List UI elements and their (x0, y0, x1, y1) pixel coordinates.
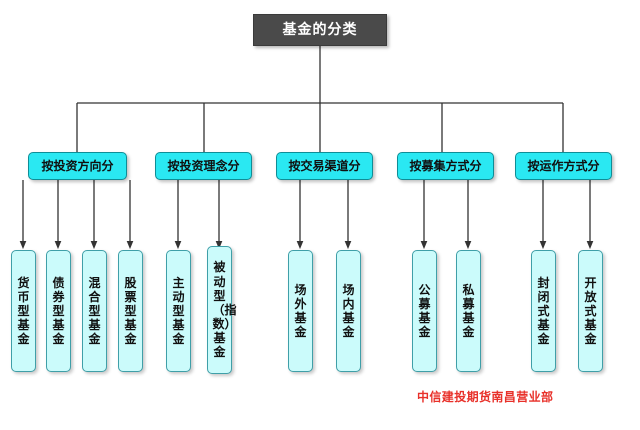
leaf-label: 货币型基金 (17, 275, 30, 347)
leaf-node-bond-fund[interactable]: 债券型基金 (46, 250, 71, 372)
category-label: 按运作方式分 (527, 159, 600, 173)
leaf-label: 主动型基金 (172, 275, 185, 347)
leaf-node-open-end-fund[interactable]: 开放式基金 (578, 250, 603, 372)
root-node-label: 基金的分类 (282, 22, 358, 38)
leaf-label: 被动型（指数）基金 (212, 260, 237, 360)
leaf-node-hybrid-fund[interactable]: 混合型基金 (82, 250, 107, 372)
leaf-label: 场内基金 (342, 282, 355, 340)
category-label: 按交易渠道分 (288, 159, 361, 173)
leaf-node-public-offering-fund[interactable]: 公募基金 (412, 250, 437, 372)
leaf-label: 场外基金 (294, 282, 307, 340)
leaf-node-otc-fund[interactable]: 场外基金 (288, 250, 313, 372)
leaf-node-passive-index-fund[interactable]: 被动型（指数）基金 (207, 246, 237, 374)
leaf-node-exchange-traded-fund[interactable]: 场内基金 (336, 250, 361, 372)
leaf-node-private-offering-fund[interactable]: 私募基金 (456, 250, 481, 372)
footer-signature: 中信建投期货南昌营业部 (417, 390, 554, 404)
category-node-investment-philosophy[interactable]: 按投资理念分 (155, 152, 252, 180)
leaf-label: 混合型基金 (88, 275, 101, 347)
category-label: 按投资方向分 (41, 159, 114, 173)
leaf-label: 股票型基金 (124, 275, 137, 347)
category-node-investment-direction[interactable]: 按投资方向分 (28, 152, 127, 180)
category-label: 按募集方式分 (409, 159, 482, 173)
leaf-label: 开放式基金 (584, 275, 597, 347)
leaf-label: 封闭式基金 (537, 275, 550, 347)
leaf-label: 私募基金 (462, 282, 475, 340)
leaf-label: 公募基金 (418, 282, 431, 340)
leaf-node-money-market-fund[interactable]: 货币型基金 (11, 250, 36, 372)
category-node-fundraising-method[interactable]: 按募集方式分 (397, 152, 494, 180)
leaf-node-active-fund[interactable]: 主动型基金 (166, 250, 191, 372)
leaf-node-closed-end-fund[interactable]: 封闭式基金 (531, 250, 556, 372)
leaf-label: 债券型基金 (52, 275, 65, 347)
root-node-fund-classification[interactable]: 基金的分类 (253, 14, 387, 46)
category-node-trading-channel[interactable]: 按交易渠道分 (276, 152, 373, 180)
category-node-operation-method[interactable]: 按运作方式分 (515, 152, 612, 180)
leaf-node-equity-fund[interactable]: 股票型基金 (118, 250, 143, 372)
category-label: 按投资理念分 (167, 159, 240, 173)
